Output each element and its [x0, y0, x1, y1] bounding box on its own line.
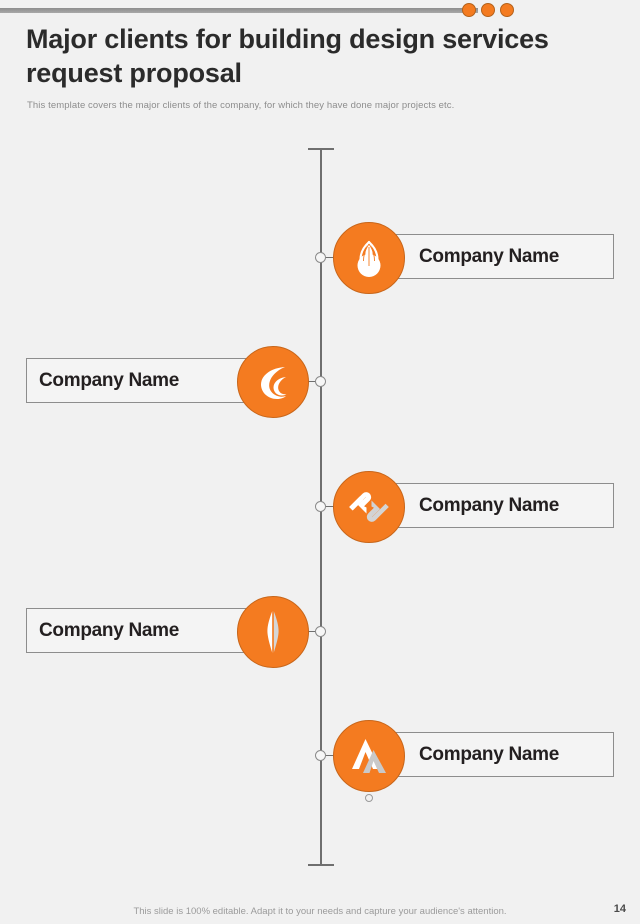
page-subtitle: This template covers the major clients o… — [27, 100, 455, 111]
company-name-label: Company Name — [39, 369, 179, 391]
diamond-swoosh-icon — [333, 471, 405, 543]
mountain-chevron-icon — [333, 720, 405, 792]
crescent-c-icon — [237, 346, 309, 418]
timeline-item-4[interactable]: Company Name — [0, 594, 640, 670]
company-label-box[interactable]: Company Name — [380, 234, 614, 279]
timeline-node-dot — [315, 252, 326, 263]
company-label-box[interactable]: Company Name — [26, 358, 274, 403]
decor-dot-2 — [481, 3, 495, 17]
timeline-node-dot — [315, 750, 326, 761]
leaf-feather-icon — [237, 596, 309, 668]
top-rule — [0, 8, 478, 13]
company-name-label: Company Name — [419, 245, 559, 267]
timeline-item-3[interactable]: Company Name — [0, 469, 640, 545]
timeline-item-1[interactable]: Company Name — [0, 220, 640, 296]
onion-bulb-icon — [333, 222, 405, 294]
top-dot-group — [462, 3, 514, 17]
company-label-box[interactable]: Company Name — [380, 483, 614, 528]
timeline-item-5[interactable]: Company Name — [0, 718, 640, 802]
footer-note: This slide is 100% editable. Adapt it to… — [133, 906, 507, 917]
decor-dot-1 — [462, 3, 476, 17]
timeline-spine-cap-top — [308, 148, 334, 150]
timeline-node-dot — [315, 626, 326, 637]
company-name-label: Company Name — [419, 743, 559, 765]
timeline-node-dot — [315, 501, 326, 512]
page-number: 14 — [613, 903, 626, 915]
company-name-label: Company Name — [419, 494, 559, 516]
decor-dot-3 — [500, 3, 514, 17]
timeline-spine-cap-bottom — [308, 864, 334, 866]
timeline-tail-dot — [365, 794, 373, 802]
page-title: Major clients for building design servic… — [26, 24, 549, 88]
company-name-label: Company Name — [39, 619, 179, 641]
timeline-node-dot — [315, 376, 326, 387]
company-label-box[interactable]: Company Name — [380, 732, 614, 777]
company-label-box[interactable]: Company Name — [26, 608, 274, 653]
timeline-item-2[interactable]: Company Name — [0, 344, 640, 420]
